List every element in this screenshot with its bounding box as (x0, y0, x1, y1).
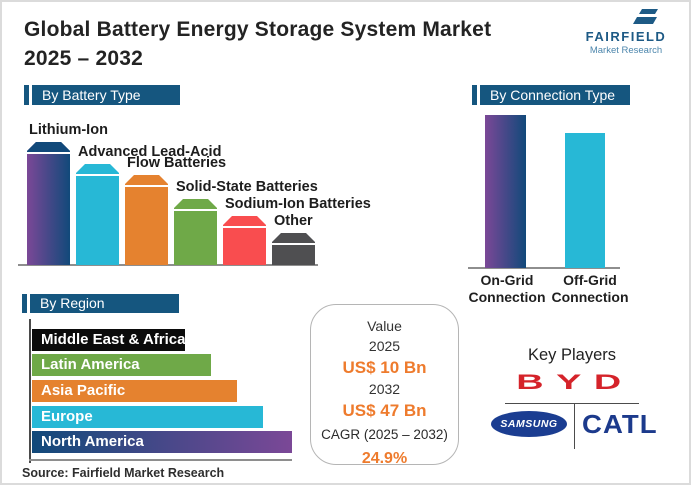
header-accent-bar (472, 85, 477, 105)
header-accent-bar (22, 294, 27, 313)
fairfield-logo: FAIRFIELD Market Research (571, 8, 681, 56)
battery-bar-advanced-lead-acid (76, 164, 119, 265)
page-title-line1: Global Battery Energy Storage System Mar… (24, 18, 492, 41)
battery-bar-solid-state-batteries (174, 199, 217, 265)
source-note: Source: Fairfield Market Research (22, 466, 225, 480)
region-bar-north-america: North America (32, 431, 292, 453)
cagr-label: CAGR (2025 – 2032) (321, 427, 448, 442)
key-players-divider-horizontal (505, 403, 639, 404)
logo-tagline: Market Research (589, 45, 663, 56)
bar-cap-separator (125, 185, 168, 187)
section-header-battery-type-label: By Battery Type (32, 85, 180, 105)
header-accent-bar (24, 85, 29, 105)
value-start: US$ 10 Bn (342, 358, 427, 377)
byd-logo: BYD (516, 371, 634, 394)
bar-cap (27, 142, 70, 152)
region-bar-latin-america: Latin America (32, 354, 211, 376)
value-end: US$ 47 Bn (342, 401, 427, 420)
bar-cap-separator (223, 226, 266, 228)
connection-bar-on-grid-connection (485, 115, 526, 268)
connection-chart-baseline (468, 267, 620, 269)
bar-cap-separator (76, 174, 119, 176)
key-players-title: Key Players (527, 346, 617, 364)
battery-bar-label-other: Other (274, 213, 313, 229)
region-bar-asia-pacific: Asia Pacific (32, 380, 237, 402)
battery-bar-sodium-ion-batteries (223, 216, 266, 265)
cagr-value: 24.9% (361, 450, 408, 467)
battery-bar-label-sodium-ion-batteries: Sodium-Ion Batteries (225, 196, 371, 212)
page-title-line2: 2025 – 2032 (24, 47, 143, 70)
battery-bar-lithium-ion (27, 142, 70, 265)
region-chart-y-axis (29, 319, 31, 463)
battery-bar-label-advanced-lead-acid: Advanced Lead-Acid (78, 144, 222, 160)
battery-chart-baseline (18, 264, 318, 266)
battery-bar-label-flow-batteries: Flow Batteries (127, 155, 227, 171)
battery-bar-label-lithium-ion: Lithium-Ion (29, 122, 108, 138)
samsung-logo: SAMSUNG (491, 411, 567, 437)
connection-bar-off-grid-connection (565, 133, 605, 268)
bar-cap-separator (174, 209, 217, 211)
bar-cap-separator (27, 152, 70, 154)
battery-bar-flow-batteries (125, 175, 168, 265)
battery-bar-other (272, 233, 315, 265)
section-header-connection-type-label: By Connection Type (480, 85, 630, 105)
key-players-divider-vertical (574, 403, 575, 449)
region-bar-middle-east-africa: Middle East & Africa (32, 329, 185, 351)
page-title: Global Battery Energy Storage System Mar… (24, 15, 491, 73)
battery-bar-label-solid-state-batteries: Solid-State Batteries (176, 179, 318, 195)
region-chart-x-axis (29, 459, 292, 461)
catl-logo: CATL (582, 409, 658, 439)
value-year-start: 2025 (368, 338, 401, 354)
logo-brand-text: FAIRFIELD (585, 29, 667, 44)
bar-cap-separator (272, 243, 315, 245)
value-label: Value (367, 318, 402, 334)
region-bar-europe: Europe (32, 406, 263, 428)
section-header-region-label: By Region (30, 294, 179, 313)
value-summary-card: Value 2025 US$ 10 Bn 2032 US$ 47 Bn CAGR… (310, 304, 459, 467)
value-year-end: 2032 (368, 381, 401, 397)
fairfield-flag-icon (633, 9, 658, 24)
